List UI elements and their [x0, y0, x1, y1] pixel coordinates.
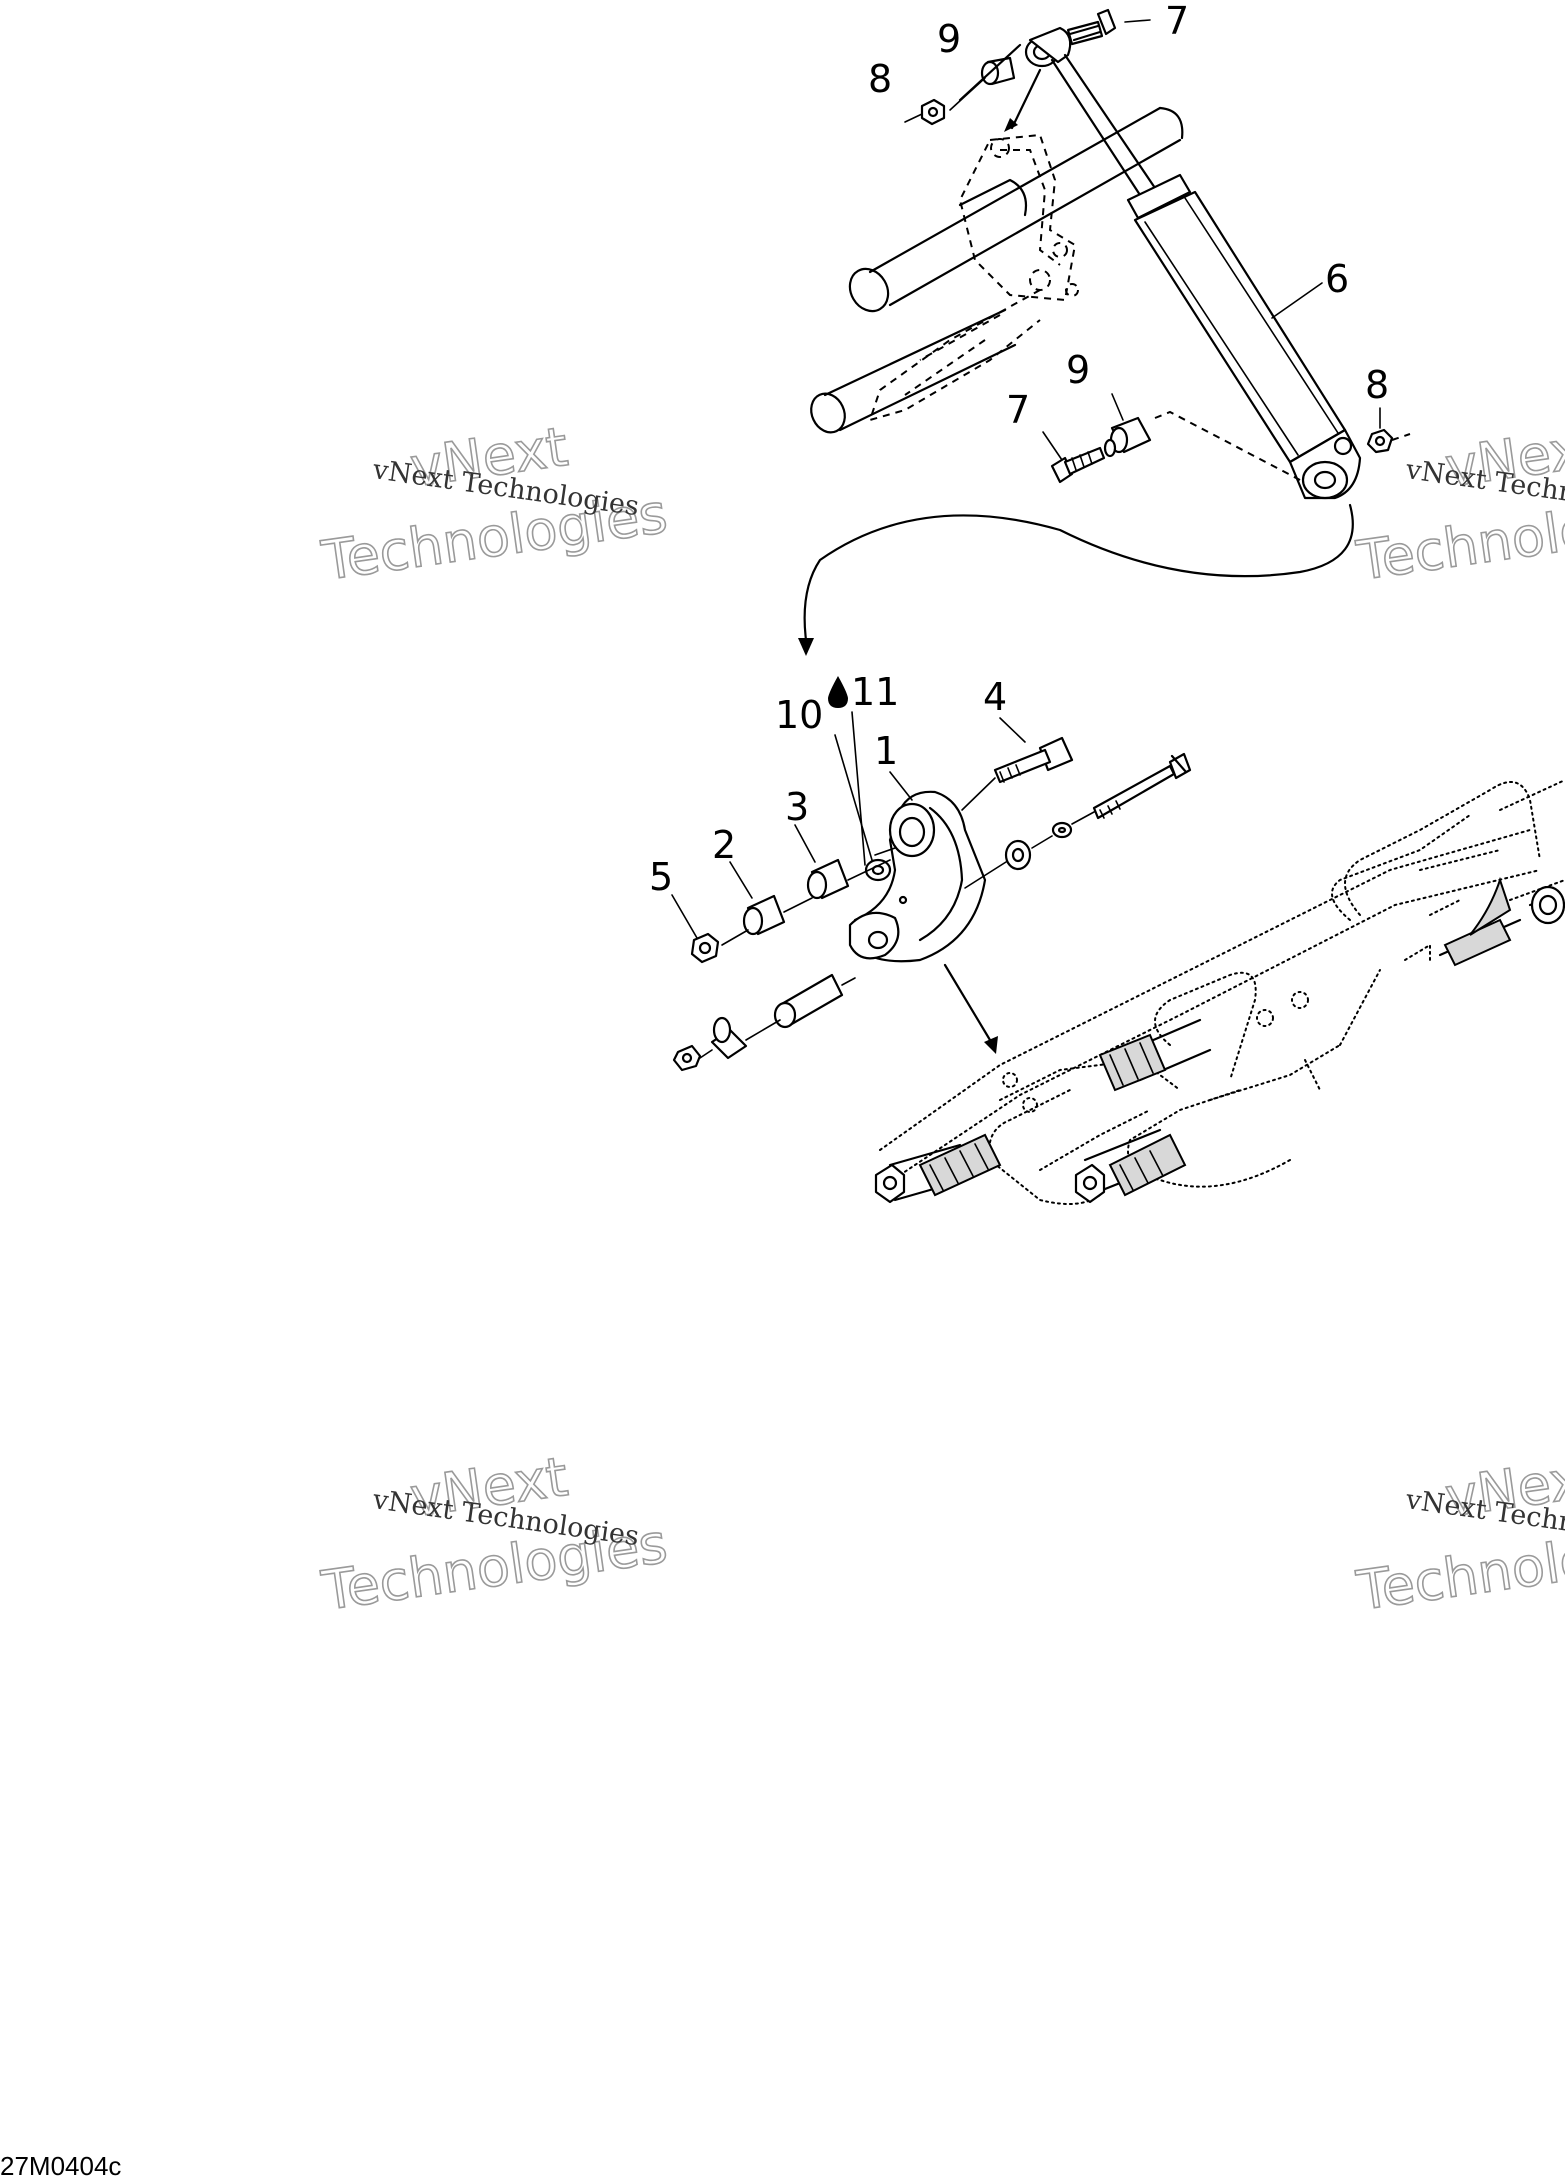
rear-spring-right	[1108, 1133, 1187, 1197]
part-label-8-lower: 8	[1365, 363, 1389, 407]
part-label-1: 1	[874, 729, 898, 773]
top-bolt	[1066, 8, 1117, 46]
top-arrow-head	[1004, 118, 1018, 132]
lower-pivot-spacer	[773, 973, 844, 1029]
part-label-5: 5	[649, 855, 673, 899]
part-label-7-lower: 7	[1006, 388, 1030, 432]
assembly-curved-arrow	[803, 503, 1354, 642]
top-nut	[904, 98, 946, 126]
axis-line-2-5	[721, 929, 749, 946]
rear-axle-end	[1530, 885, 1565, 925]
lower-spacer	[1109, 416, 1152, 454]
part-label-9-top: 9	[937, 17, 961, 61]
part-label-8-top: 8	[868, 57, 892, 101]
leader-11	[851, 711, 866, 866]
part-label-2: 2	[712, 823, 736, 867]
part-label-4: 4	[983, 675, 1007, 719]
rear-spring-left	[918, 1133, 1002, 1197]
leader-1	[889, 771, 913, 801]
frame-arrow-line	[943, 963, 992, 1042]
top-spacer	[980, 56, 1016, 86]
upper-lower-tube	[810, 308, 1017, 434]
leader-10	[834, 734, 873, 861]
rear-spring-upper	[1443, 876, 1512, 967]
upper-frame-bracket	[868, 133, 1079, 422]
axis-line-long	[964, 861, 1007, 889]
figure-id: 27M0404c	[0, 2151, 121, 2181]
leader-4	[999, 717, 1026, 743]
rear-shaft-cap-right	[1074, 1163, 1106, 1204]
frame-arrow-head	[984, 1036, 998, 1054]
spacer-2	[742, 894, 786, 936]
rear-spring-mid	[1098, 1033, 1167, 1092]
oil-drop-icon	[828, 676, 848, 708]
leader-3	[794, 824, 816, 863]
spacer-3	[806, 858, 850, 900]
top-leader-9	[949, 77, 986, 111]
shock-absorber	[1024, 26, 1362, 500]
lower-bolt	[1050, 446, 1106, 484]
lower-pivot-bolt	[672, 1016, 748, 1072]
rear-shaft-cap-left	[874, 1163, 906, 1204]
lower-nut	[1366, 428, 1394, 454]
part-label-11: 11	[851, 670, 899, 714]
part-label-6: 6	[1325, 257, 1349, 301]
lower-assembly-dashline	[1154, 410, 1301, 481]
leader-9-lower	[1111, 393, 1124, 421]
rocker-arm	[848, 790, 987, 963]
assembly-curved-arrow-head	[798, 638, 814, 656]
nut-5	[690, 932, 720, 964]
part-label-9-lower: 9	[1066, 348, 1090, 392]
leader-7-top	[1124, 19, 1151, 23]
bolt-4	[993, 736, 1074, 784]
part-label-3: 3	[785, 785, 809, 829]
leader-2	[729, 861, 753, 899]
part-label-7-top: 7	[1165, 0, 1189, 43]
leader-6	[1271, 282, 1323, 319]
long-bolt	[1004, 752, 1192, 871]
lower-small-washer	[1103, 438, 1117, 458]
leader-5	[671, 894, 698, 939]
axis-line-4	[961, 777, 996, 811]
leader-7-lower	[1042, 431, 1063, 461]
upper-cross-tube	[848, 106, 1184, 313]
part-label-10: 10	[775, 693, 823, 737]
